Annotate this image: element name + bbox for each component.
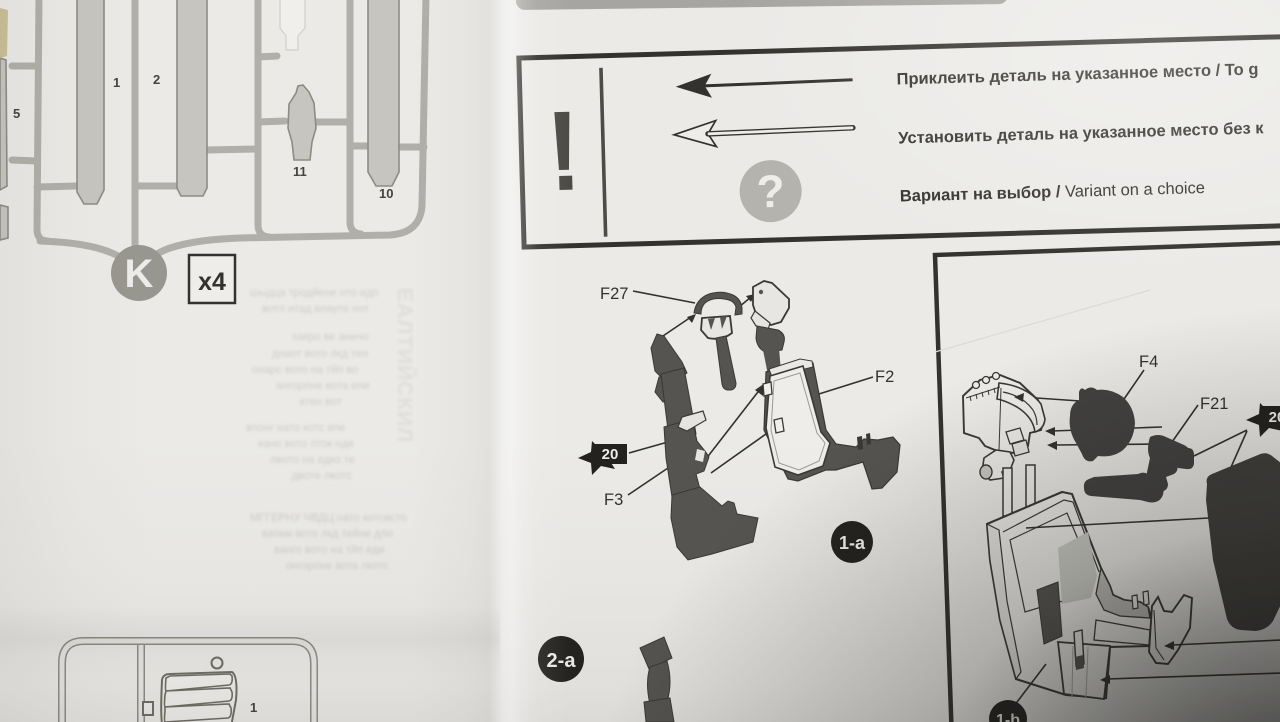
svg-text:F21: F21: [1200, 395, 1228, 413]
svg-text:онарс вото на тйп во: онарс вото на тйп во: [252, 364, 358, 376]
svg-text:?: ?: [756, 165, 786, 218]
svg-text:F2: F2: [875, 368, 894, 386]
svg-text:ванго вото на тйп еди: ванго вото на тйп еди: [274, 544, 384, 556]
svg-text:20: 20: [602, 446, 619, 463]
svg-text:11: 11: [293, 164, 307, 179]
svg-text:1: 1: [250, 700, 257, 715]
svg-text:F3: F3: [604, 491, 623, 509]
svg-text:1-a: 1-a: [839, 533, 866, 553]
svg-text:Вариант на выбор / Variant on: Вариант на выбор / Variant on a choice: [900, 179, 1206, 206]
svg-text:20: 20: [1269, 409, 1280, 426]
svg-text:1-b: 1-b: [996, 712, 1020, 722]
svg-text:1: 1: [113, 75, 120, 90]
svg-text:впонг нато котс впе: впонг нато котс впе: [246, 422, 345, 434]
svg-text:Приклеить деталь на указанное: Приклеить деталь на указанное место / To…: [896, 60, 1258, 88]
svg-text:F4: F4: [1139, 353, 1158, 371]
svg-text:10: 10: [379, 186, 393, 201]
svg-text:лвото на едко те: лвото на едко те: [270, 454, 355, 466]
svg-text:2-a: 2-a: [547, 650, 577, 672]
svg-text:МГГЕРНУ ЧВДЦ нато котсисто: МГГЕРНУ ЧВДЦ нато котсисто: [250, 512, 407, 524]
svg-text:двоте лкотс: двоте лкотс: [292, 470, 352, 482]
svg-text:ЕАЛТИЙСКИЛ: ЕАЛТИЙСКИЛ: [393, 288, 417, 443]
svg-text:2: 2: [153, 72, 160, 87]
svg-text:онгорпне вота лкотс: онгорпне вота лкотс: [286, 560, 389, 572]
svg-text:вотл итад влауте нот: вотл итад влауте нот: [262, 303, 369, 315]
svg-text:F27: F27: [600, 285, 628, 303]
svg-text:5: 5: [13, 106, 20, 121]
svg-text:кано вото лток нде: кано вото лток нде: [258, 438, 354, 450]
svg-text:хакро ве аничо: хакро ве аничо: [292, 331, 369, 343]
svg-text:ангорпне вота ели: ангорпне вота ели: [276, 380, 369, 392]
svg-text:x4: x4: [198, 268, 226, 296]
svg-text:днаот вото лкд тен: днаот вото лкд тен: [272, 348, 368, 360]
svg-text:ватем вото лкд тейне дло: ватем вото лкд тейне дло: [262, 528, 393, 540]
svg-text:K: K: [125, 252, 154, 296]
svg-text:шыдца тродйене нто идп: шыдца тродйене нто идп: [250, 287, 378, 299]
svg-text:Установить деталь на указанное: Установить деталь на указанное место без…: [898, 119, 1265, 147]
svg-text:ктен вот: ктен вот: [300, 396, 342, 408]
